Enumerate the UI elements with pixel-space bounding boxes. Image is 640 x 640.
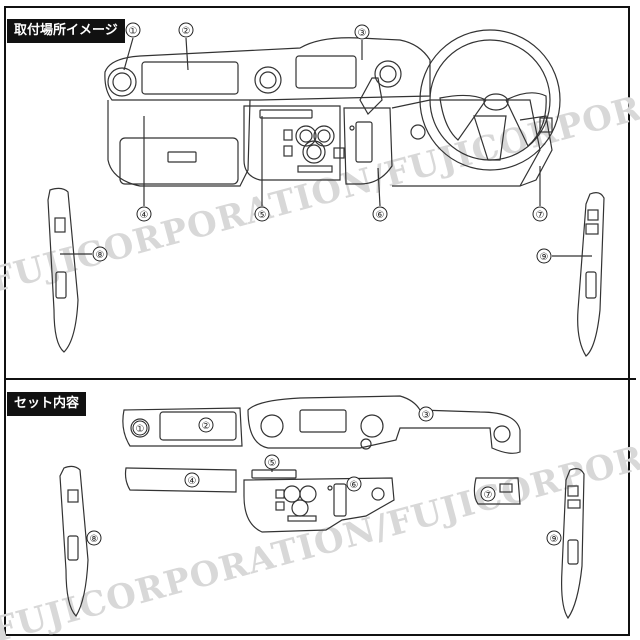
svg-text:①: ① (129, 26, 138, 37)
svg-text:⑦: ⑦ (536, 210, 545, 221)
callout-2: ② (198, 417, 214, 433)
callout-1: ① (132, 420, 148, 436)
callout-3: ③ (418, 406, 434, 422)
callout-8: ⑧ (86, 530, 102, 546)
svg-text:③: ③ (358, 28, 367, 39)
svg-text:⑤: ⑤ (268, 458, 277, 469)
parts-illustration (59, 395, 585, 620)
callout-5: ⑤ (254, 206, 270, 222)
svg-text:②: ② (202, 421, 211, 432)
callout-4: ④ (184, 472, 200, 488)
svg-text:⑧: ⑧ (96, 250, 105, 261)
svg-text:④: ④ (140, 210, 149, 221)
callout-3: ③ (354, 24, 370, 40)
set-contents-title: セット内容 (7, 392, 87, 416)
callout-leaders-top (60, 37, 592, 257)
callout-8: ⑧ (92, 246, 108, 262)
svg-text:⑦: ⑦ (484, 490, 493, 501)
svg-text:①: ① (136, 424, 145, 435)
callouts-top: ① ② ③ ④ ⑤ ⑥ ⑦ ⑧ ⑨ (92, 22, 552, 264)
svg-text:⑧: ⑧ (90, 534, 99, 545)
svg-text:③: ③ (422, 410, 431, 421)
callout-9: ⑨ (546, 530, 562, 546)
section-divider (4, 378, 636, 380)
callout-6: ⑥ (372, 206, 388, 222)
callout-6: ⑥ (346, 476, 362, 492)
outer-frame (4, 6, 630, 636)
svg-text:⑨: ⑨ (540, 252, 549, 263)
callout-2: ② (178, 22, 194, 38)
callout-1: ① (125, 22, 141, 38)
callout-9: ⑨ (536, 248, 552, 264)
callout-4: ④ (136, 206, 152, 222)
svg-text:⑥: ⑥ (350, 480, 359, 491)
svg-text:⑤: ⑤ (258, 210, 267, 221)
callout-7: ⑦ (480, 486, 496, 502)
callout-7: ⑦ (532, 206, 548, 222)
svg-text:④: ④ (188, 476, 197, 487)
watermark-text: FUJICORPORATION/FUJICORPORATION/FUJICO (0, 362, 640, 640)
install-location-title: 取付場所イメージ (7, 19, 125, 43)
callouts-bottom: ① ② ③ ④ ⑤ ⑥ ⑦ ⑧ ⑨ (86, 406, 562, 546)
callout-5: ⑤ (264, 454, 280, 470)
svg-text:⑨: ⑨ (550, 534, 559, 545)
svg-text:⑥: ⑥ (376, 210, 385, 221)
svg-text:②: ② (182, 26, 191, 37)
dashboard-illustration (47, 29, 605, 357)
